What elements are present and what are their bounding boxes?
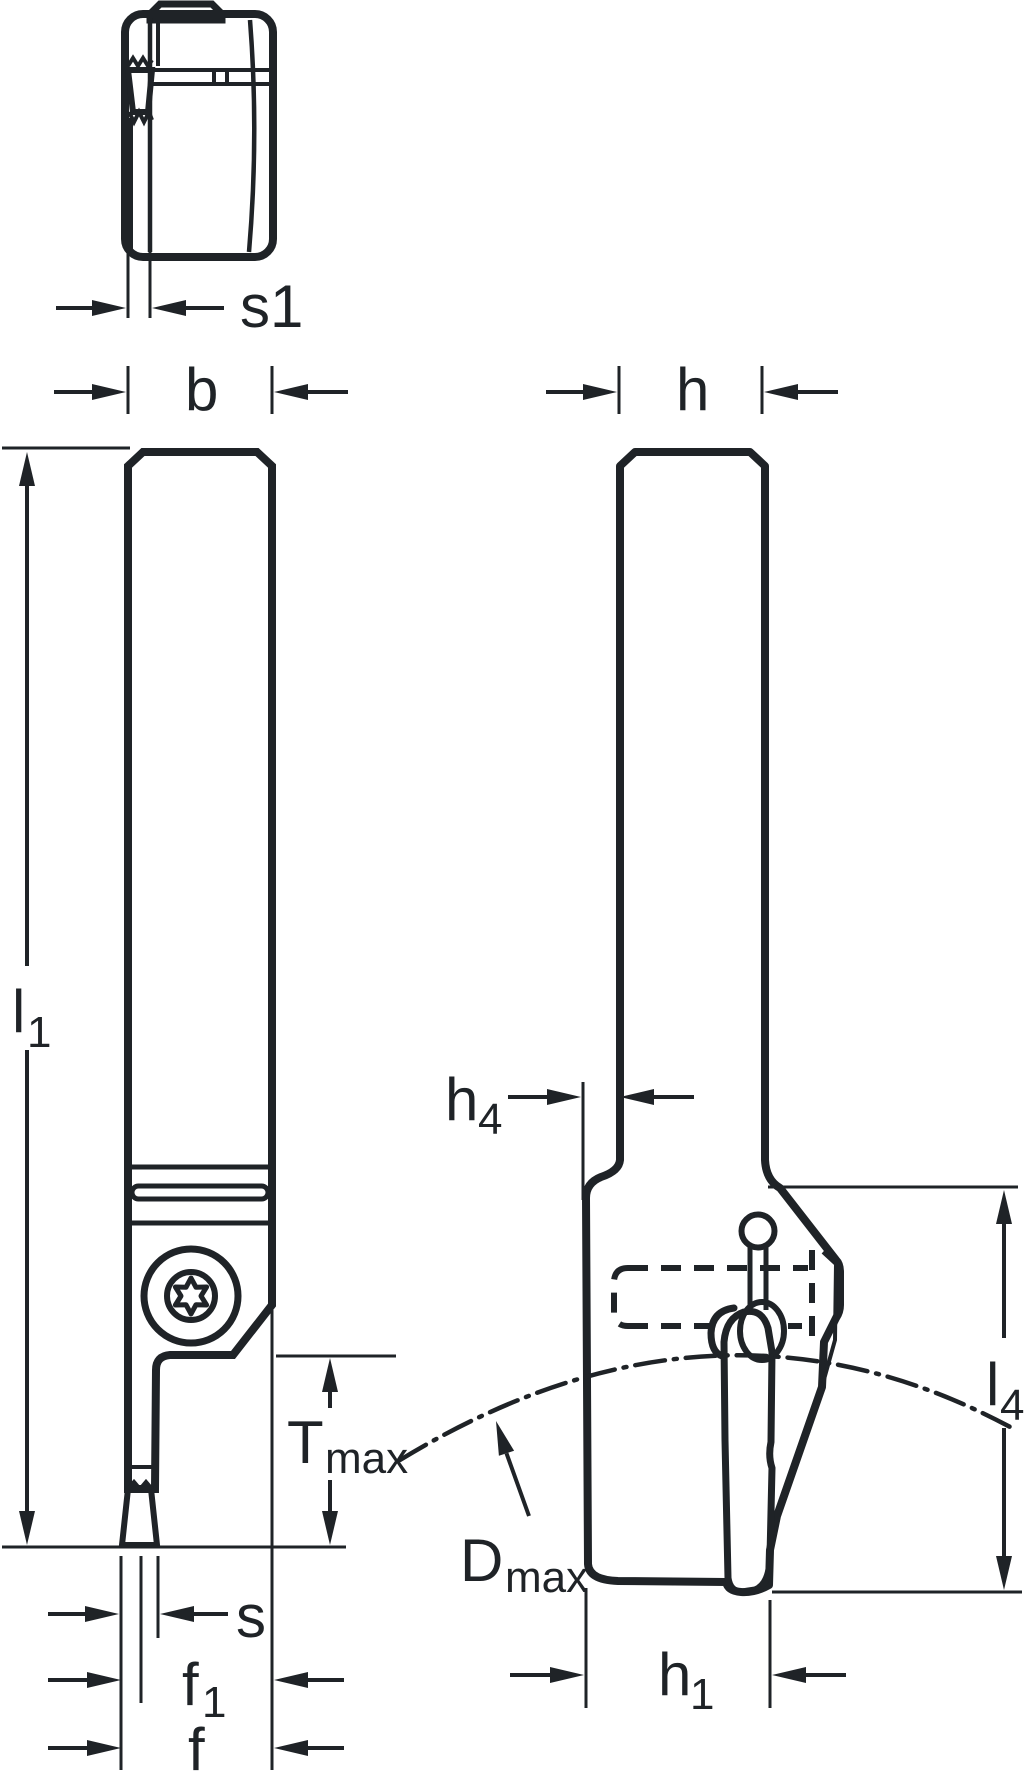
dim-f: f xyxy=(48,1716,344,1783)
front-view-slot xyxy=(129,1183,271,1202)
hidden-pocket-outline xyxy=(611,1250,815,1346)
arrow-down-icon xyxy=(996,1556,1012,1590)
dim-label-h4-sub: 4 xyxy=(478,1095,502,1144)
clamp-hook xyxy=(707,1304,738,1360)
arrow-right-icon xyxy=(550,1667,584,1683)
dim-label-l4: l xyxy=(986,1351,999,1418)
dim-label-l4-sub: 4 xyxy=(1000,1381,1024,1430)
top-view-serration-top xyxy=(126,54,154,70)
top-view xyxy=(121,0,277,261)
arrow-right-icon xyxy=(547,1089,581,1105)
dim-label-tmax: T xyxy=(287,1409,324,1476)
arrow-left-icon xyxy=(274,384,308,400)
arrow-down-icon xyxy=(19,1511,35,1545)
front-view-insert-serration xyxy=(126,1478,154,1493)
front-view-body xyxy=(124,448,276,1493)
dim-label-f1: f xyxy=(182,1651,199,1718)
dim-label-dmax: D xyxy=(460,1527,503,1594)
top-view-body xyxy=(121,10,277,261)
arrow-left-icon xyxy=(160,1606,194,1622)
clamp-pin-head xyxy=(738,1211,778,1251)
arrow-left-icon xyxy=(152,300,186,316)
dim-label-b: b xyxy=(185,356,218,423)
arrow-right-icon xyxy=(85,1606,119,1622)
side-view xyxy=(582,448,844,1597)
arrow-left-icon xyxy=(620,1089,654,1105)
front-view-extension-lines xyxy=(2,1310,346,1770)
arrow-left-icon xyxy=(764,384,798,400)
front-view xyxy=(124,448,276,1493)
side-view-body xyxy=(582,448,844,1597)
top-view-cap xyxy=(146,0,226,24)
arrow-right-icon xyxy=(92,384,126,400)
dim-label-s1: s1 xyxy=(240,273,303,340)
front-view-insert-group xyxy=(118,1478,161,1548)
dim-h4: h 4 xyxy=(445,1066,694,1200)
dim-h1: h 1 xyxy=(510,1588,846,1719)
dim-tmax: T max xyxy=(276,1354,408,1545)
dmax-arc xyxy=(397,1353,1015,1463)
arrow-up-icon xyxy=(19,452,35,486)
dim-label-f: f xyxy=(188,1716,205,1783)
dim-l1: l 1 xyxy=(2,446,130,1545)
clamp-finger-ring xyxy=(737,1299,787,1363)
dim-s1: s1 xyxy=(56,250,303,340)
dim-f1: f 1 xyxy=(48,1651,344,1727)
dim-h: h xyxy=(546,356,838,423)
dim-label-l1: l xyxy=(12,978,25,1045)
arrow-right-icon xyxy=(92,300,126,316)
dim-l4: l 4 xyxy=(768,1185,1024,1594)
arrow-left-icon xyxy=(274,1672,308,1688)
arrow-right-icon xyxy=(583,384,617,400)
dim-label-s: s xyxy=(236,1583,266,1650)
dim-label-h1: h xyxy=(658,1641,691,1708)
dim-label-h4: h xyxy=(445,1066,478,1133)
dim-label-f1-sub: 1 xyxy=(202,1678,226,1727)
dim-label-dmax-sub: max xyxy=(505,1553,588,1602)
dmax-annotation: D max xyxy=(397,1353,1015,1602)
dim-b: b xyxy=(54,356,348,423)
torx-screw-icon xyxy=(140,1245,242,1347)
torx-screw-inner xyxy=(164,1269,218,1323)
dim-label-tmax-sub: max xyxy=(325,1434,408,1483)
arrow-up-left-icon xyxy=(496,1421,515,1456)
top-view-insert xyxy=(124,67,156,115)
top-view-side-curve xyxy=(246,19,257,253)
front-view-insert xyxy=(118,1486,161,1548)
arrow-left-icon xyxy=(772,1667,806,1683)
dim-s: s xyxy=(48,1583,266,1650)
arrow-left-icon xyxy=(274,1740,308,1756)
arrow-right-icon xyxy=(87,1672,121,1688)
dim-label-h1-sub: 1 xyxy=(690,1670,714,1719)
top-view-insert-group xyxy=(124,67,156,115)
torx-star-icon xyxy=(172,1275,210,1317)
dim-label-l1-sub: 1 xyxy=(27,1008,51,1057)
arrow-down-icon xyxy=(322,1511,338,1545)
arrow-right-icon xyxy=(87,1740,121,1756)
dim-label-h: h xyxy=(676,356,709,423)
